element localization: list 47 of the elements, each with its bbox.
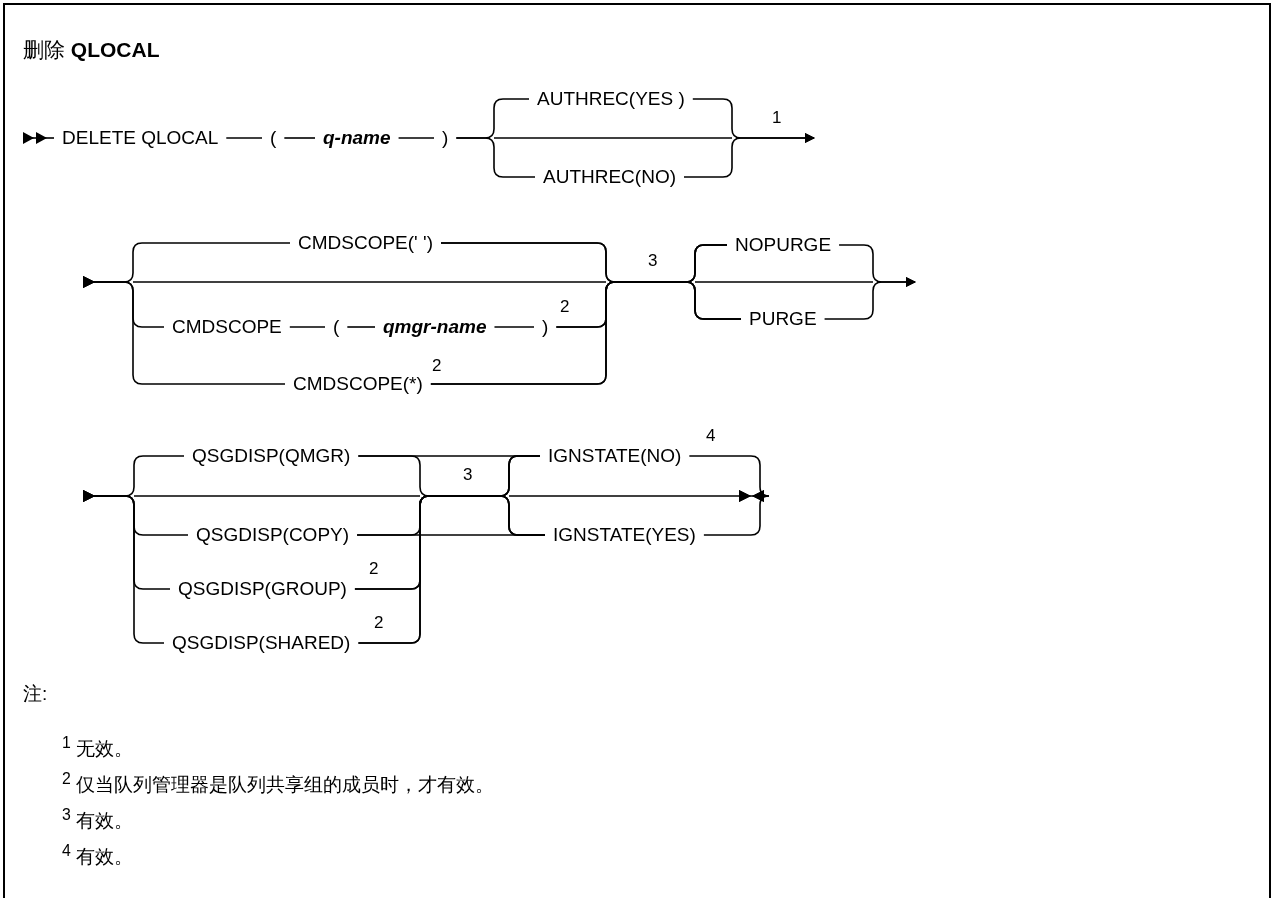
- variable-name: q-name: [323, 127, 391, 148]
- syntax-line: [22, 132, 55, 144]
- footnote-mark: 2: [432, 356, 442, 376]
- note-text: $^{4}$ 有效。: [62, 841, 134, 870]
- keyword: PURGE: [749, 308, 817, 329]
- syntax-line: [357, 495, 546, 644]
- keyword: IGNSTATE(YES): [553, 524, 696, 545]
- note-text: $^{3}$ 有效。: [62, 805, 134, 834]
- keyword: CMDSCOPE(*): [293, 373, 423, 394]
- syntax-line: [397, 137, 435, 139]
- keyword: AUTHREC(YES ): [537, 88, 685, 109]
- keyword: CMDSCOPE(' '): [298, 232, 433, 253]
- keyword: QSGDISP(COPY): [196, 524, 350, 545]
- title: 删除 QLOCAL: [23, 38, 160, 62]
- syntax-line: [493, 326, 535, 328]
- keyword: DELETE QLOCAL: [62, 127, 219, 148]
- keyword: ): [542, 316, 549, 337]
- keyword: NOPURGE: [735, 234, 832, 255]
- syntax-line: [283, 137, 316, 139]
- keyword: IGNSTATE(NO): [548, 445, 682, 466]
- syntax-line: [82, 490, 165, 644]
- keyword: CMDSCOPE: [172, 316, 282, 337]
- footnote-mark: 4: [706, 426, 716, 446]
- footnote-mark: 2: [560, 297, 570, 317]
- note-text: $^{1}$ 无效。: [62, 733, 134, 762]
- syntax-line: [225, 137, 263, 139]
- note-text: $^{2}$ 仅当队列管理器是队列共享组的成员时，才有效。: [62, 769, 495, 798]
- footnote-mark: 1: [772, 108, 782, 128]
- syntax-line: [430, 281, 742, 385]
- variable-name: qmgr-name: [383, 316, 487, 337]
- syntax-line: [823, 277, 916, 320]
- keyword: QSGDISP(GROUP): [178, 578, 347, 599]
- keyword: (: [333, 316, 340, 337]
- keyword: QSGDISP(QMGR): [192, 445, 351, 466]
- keyword: QSGDISP(SHARED): [172, 632, 351, 653]
- syntax-line: [346, 326, 376, 328]
- footnote-mark: 2: [369, 559, 379, 579]
- syntax-line: [82, 276, 286, 385]
- syntax-line: [683, 133, 815, 178]
- keyword: ): [442, 127, 449, 148]
- footnote-mark: 2: [374, 613, 384, 633]
- syntax-line: [703, 490, 770, 536]
- keyword: (: [270, 127, 277, 148]
- syntax-line: [455, 137, 536, 178]
- notes-heading: 注:: [23, 682, 48, 706]
- keyword: AUTHREC(NO): [543, 166, 676, 187]
- syntax-line: [289, 326, 326, 328]
